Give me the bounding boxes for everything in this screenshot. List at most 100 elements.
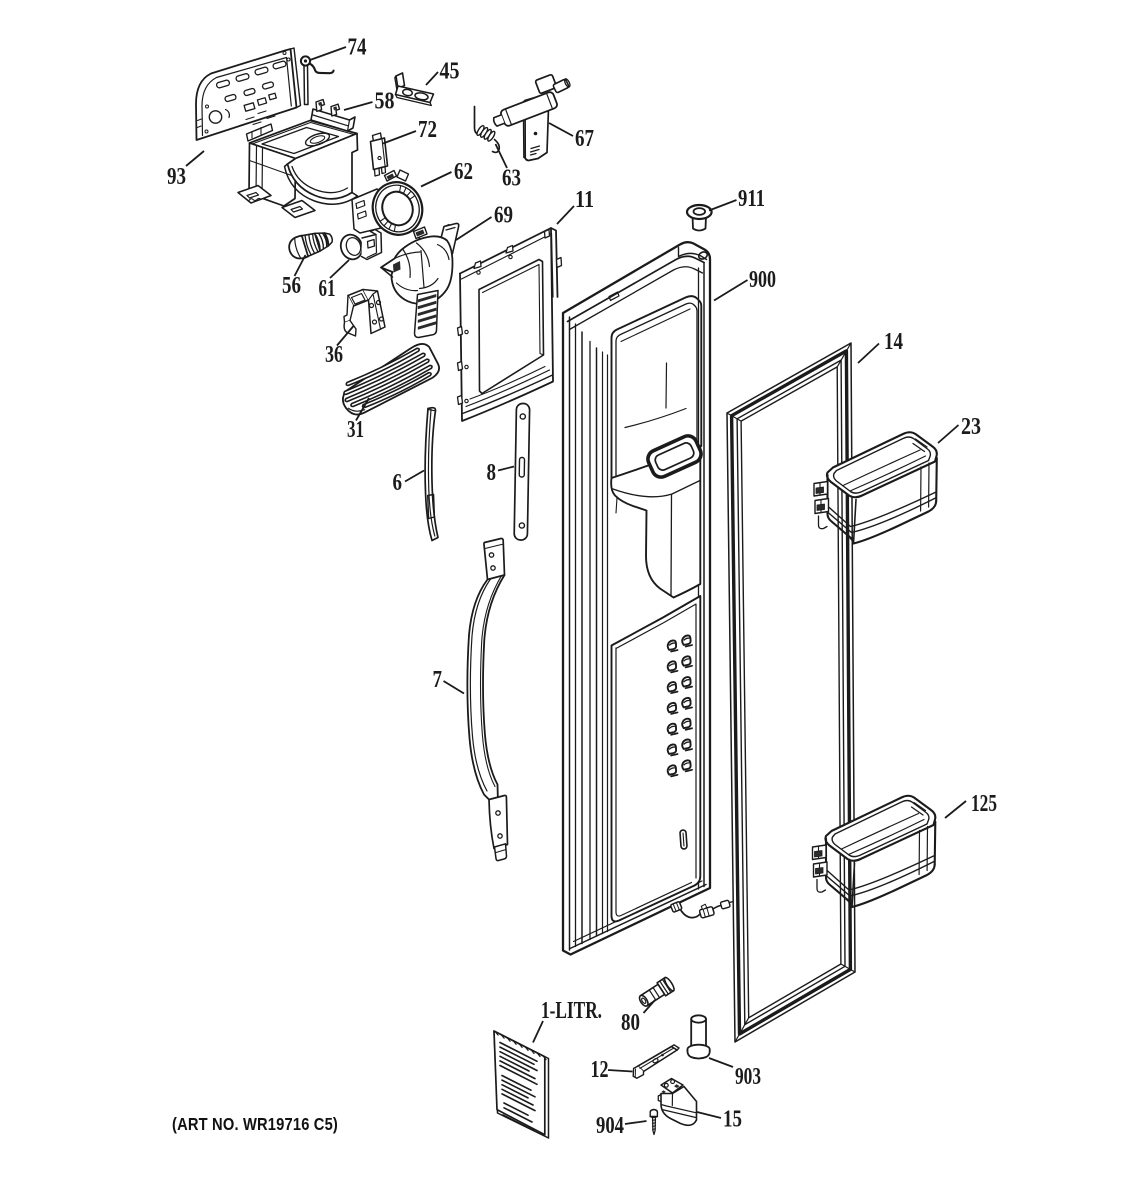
- callout-label-125: 125: [971, 791, 997, 817]
- callout-label-58: 58: [375, 89, 395, 115]
- part-58-dispenser-bracket: [310, 98, 356, 132]
- callout-leader-line: [185, 150, 205, 167]
- callout-61: 61: [319, 259, 350, 302]
- part-72-dispenser-switch: [369, 132, 389, 177]
- callout-label-80: 80: [621, 1010, 640, 1036]
- parts-layer: [195, 47, 938, 1139]
- callout-63: 63: [494, 143, 521, 192]
- callout-14: 14: [857, 329, 903, 364]
- callout-8: 8: [487, 460, 515, 486]
- part-15-hinge-bracket: [657, 1077, 698, 1127]
- callout-leader-line: [355, 397, 370, 421]
- part-1litr-door-shelf-card: [493, 1030, 550, 1139]
- callout-leader-line: [382, 130, 417, 145]
- callout-label-903: 903: [735, 1064, 761, 1090]
- callout-leader-line: [494, 143, 508, 169]
- callout-label-36: 36: [325, 342, 343, 368]
- callout-leader-line: [309, 46, 347, 61]
- callout-leader-line: [607, 1069, 633, 1073]
- callout-69: 69: [455, 203, 513, 241]
- callout-23: 23: [937, 414, 981, 444]
- callout-72: 72: [382, 117, 437, 145]
- callout-leader-line: [443, 680, 465, 695]
- part-125-lower-door-bin: [811, 794, 937, 909]
- callout-label-23: 23: [961, 414, 981, 440]
- callout-leader-line: [857, 342, 880, 364]
- callout-leader-line: [642, 999, 656, 1014]
- part-45-bracket: [394, 72, 435, 107]
- callout-label-72: 72: [418, 117, 437, 143]
- callout-leader-line: [624, 1120, 647, 1125]
- callout-56: 56: [282, 254, 307, 299]
- callout-leader-line: [713, 279, 748, 302]
- callout-leader-line: [556, 205, 575, 225]
- callout-label-61: 61: [319, 276, 336, 302]
- part-12-bracket-rail: [632, 1044, 680, 1079]
- callout-leader-line: [293, 254, 307, 277]
- callout-label-7: 7: [433, 667, 443, 693]
- callout-11: 11: [556, 187, 594, 225]
- callout-904: 904: [596, 1113, 647, 1139]
- callout-31: 31: [347, 397, 370, 443]
- callout-36: 36: [325, 325, 355, 368]
- callout-7: 7: [433, 667, 465, 695]
- callout-leader-line: [708, 1057, 734, 1068]
- callout-leader-line: [532, 1020, 544, 1043]
- callout-leader-line: [329, 259, 350, 279]
- part-80-stud: [638, 976, 675, 1007]
- callout-62: 62: [420, 159, 473, 188]
- callout-80: 80: [621, 999, 656, 1036]
- callout-45: 45: [425, 59, 460, 86]
- callout-903: 903: [708, 1057, 761, 1090]
- callout-label-900: 900: [749, 267, 776, 293]
- callout-58: 58: [343, 89, 395, 115]
- part-dispenser-module-housing: [237, 119, 359, 219]
- callout-label-911: 911: [738, 186, 765, 212]
- part-56-auger-coupler: [288, 232, 334, 260]
- callout-6: 6: [393, 469, 425, 496]
- callout-911: 911: [708, 186, 765, 212]
- callout-900: 900: [713, 267, 776, 302]
- callout-label-6: 6: [393, 470, 403, 496]
- part-61-dispenser-actuator: [339, 228, 383, 261]
- callout-label-63: 63: [502, 166, 521, 192]
- callout-label-12: 12: [591, 1057, 609, 1083]
- callout-125: 125: [944, 791, 997, 819]
- callout-label-31: 31: [347, 417, 364, 443]
- callout-layer: 74 45 58 72 67 63 62 69 93 56 61 36 31 6 8 7 11 911 900 14 2…: [167, 35, 997, 1140]
- callout-67: 67: [548, 122, 594, 152]
- callout-label-93: 93: [167, 164, 186, 190]
- callout-label-56: 56: [282, 273, 301, 299]
- callout-label-62: 62: [454, 159, 473, 185]
- callout-label-67: 67: [575, 126, 594, 152]
- callout-leader-line: [343, 101, 373, 111]
- callout-leader-line: [336, 325, 355, 347]
- part-8-handle-mount-strip: [513, 402, 531, 541]
- callout-leader-line: [708, 199, 737, 212]
- callout-leader-line: [425, 71, 439, 86]
- callout-label-14: 14: [884, 329, 903, 355]
- callout-label-15: 15: [723, 1107, 742, 1133]
- callout-leader-line: [937, 424, 960, 444]
- callout-label-69: 69: [494, 203, 513, 229]
- callout-leader-line: [548, 122, 574, 137]
- callout-leader-line: [696, 1111, 722, 1119]
- callout-label-8: 8: [487, 460, 497, 486]
- part-904-screw: [649, 1108, 659, 1136]
- part-31-drip-tray-grille: [342, 343, 440, 416]
- callout-leader-line: [404, 469, 425, 483]
- callout-label-11: 11: [575, 187, 594, 213]
- part-7-door-handle: [466, 537, 509, 862]
- part-911-hinge-bearing: [685, 203, 713, 232]
- callout-74: 74: [309, 35, 367, 61]
- callout-label-45: 45: [440, 59, 460, 85]
- part-23-upper-door-bin: [813, 431, 938, 545]
- callout-1-LITR.: 1-LITR.: [532, 998, 602, 1043]
- callout-leader-line: [497, 465, 515, 472]
- part-6-door-trim-strip: [424, 406, 439, 542]
- part-900-freezer-door: [561, 241, 734, 956]
- part-62-dispenser-funnel-ring: [351, 169, 424, 236]
- callout-leader-line: [420, 171, 452, 188]
